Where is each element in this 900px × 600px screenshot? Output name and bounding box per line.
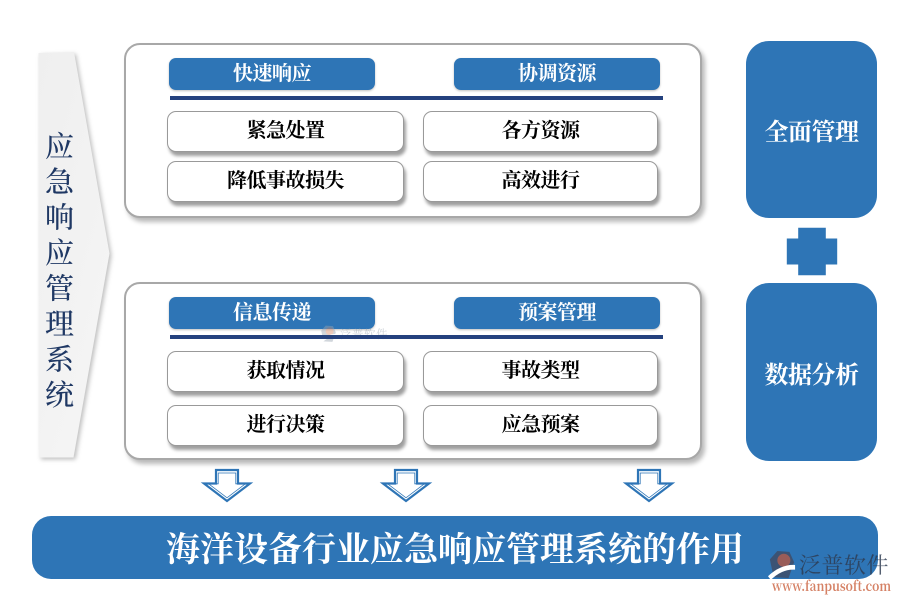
down-arrow-icon	[200, 468, 254, 503]
watermark-brand-text: 泛普软件	[340, 326, 388, 342]
watermark-bottom-right: 泛普软件 www.fanpusoft.com	[768, 549, 894, 595]
watermark-url-text: www.fanpusoft.com	[771, 578, 891, 595]
item-emergency-plan: 应急预案	[423, 405, 658, 446]
item-reduce-accident-loss: 降低事故损失	[167, 161, 404, 202]
divider-line	[170, 335, 663, 339]
bottom-title-banner: 海洋设备行业应急响应管理系统的作用	[32, 516, 878, 579]
side-box-data-analysis: 数据分析	[746, 283, 877, 461]
divider-line	[170, 96, 663, 100]
fanpu-logo-icon	[320, 325, 337, 343]
panel-information: 信息传递 预案管理 获取情况 进行决策 事故类型 应急预案	[124, 282, 702, 460]
header-information-transfer: 信息传递	[169, 297, 375, 329]
header-plan-management: 预案管理	[454, 297, 660, 329]
header-quick-response: 快速响应	[169, 58, 375, 90]
item-emergency-disposal: 紧急处置	[167, 111, 404, 152]
side-box-overall-management: 全面管理	[746, 41, 877, 218]
item-all-party-resources: 各方资源	[423, 111, 658, 152]
side-box-label: 全面管理	[764, 112, 860, 147]
down-arrow-icon	[379, 468, 433, 503]
item-accident-type: 事故类型	[423, 351, 658, 392]
watermark-center: 泛普软件	[320, 325, 388, 343]
item-make-decisions: 进行决策	[167, 405, 404, 446]
plus-icon	[786, 227, 838, 276]
side-box-label: 数据分析	[764, 354, 860, 390]
panel-response: 快速响应 协调资源 紧急处置 降低事故损失 各方资源 高效进行	[124, 43, 702, 218]
left-banner-title: 应急响应管理系统	[39, 131, 80, 415]
down-arrow-icon	[622, 468, 676, 503]
watermark-url: www.fanpusoft.com	[771, 578, 891, 595]
left-banner-shape	[0, 0, 180, 520]
item-efficient-progress: 高效进行	[423, 161, 658, 202]
item-obtain-situation: 获取情况	[167, 351, 404, 392]
header-coordinate-resources: 协调资源	[454, 58, 660, 90]
watermark-brand-text: 泛普软件	[799, 549, 890, 580]
fanpu-logo-icon	[768, 550, 796, 580]
